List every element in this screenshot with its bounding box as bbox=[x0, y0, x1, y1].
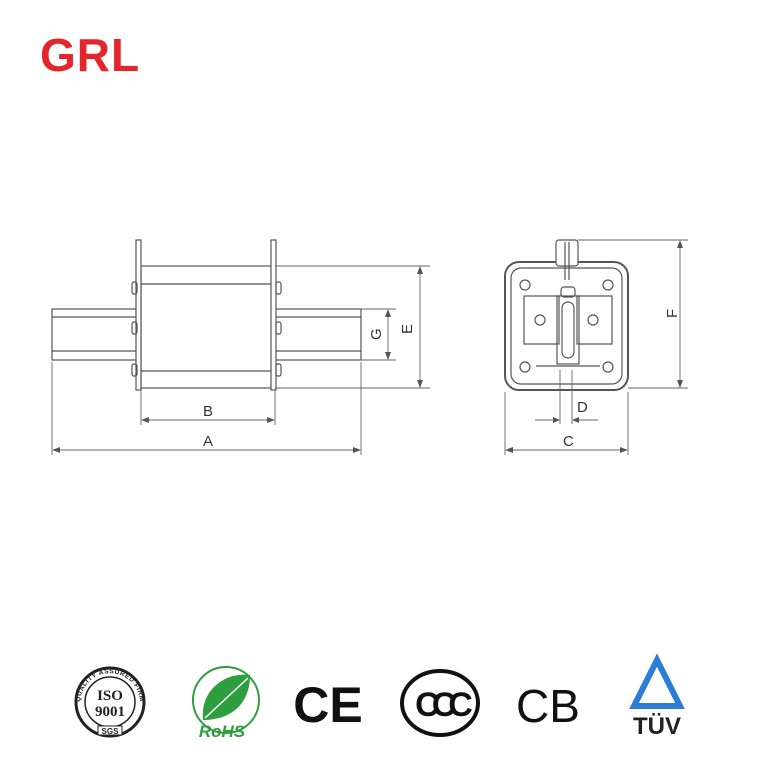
rohs-logo: RoHS bbox=[192, 666, 260, 741]
svg-text:9001: 9001 bbox=[95, 704, 125, 720]
svg-text:RoHS: RoHS bbox=[199, 722, 246, 741]
dim-label-b: B bbox=[203, 403, 213, 420]
dim-label-e: E bbox=[399, 324, 416, 334]
svg-text:CB: CB bbox=[516, 680, 580, 732]
svg-text:TÜV: TÜV bbox=[633, 713, 681, 740]
cb-logo: CB bbox=[516, 680, 580, 732]
svg-text:CE: CE bbox=[293, 677, 362, 733]
dim-label-a: A bbox=[203, 433, 213, 450]
dim-label-f: F bbox=[664, 309, 681, 318]
end-view-dimensions: D C F bbox=[504, 239, 688, 455]
svg-text:SGS: SGS bbox=[102, 727, 120, 736]
fuse-side-view bbox=[51, 239, 362, 391]
dim-label-g: G bbox=[368, 328, 385, 340]
side-view-dimensions: B A E G bbox=[51, 265, 430, 455]
svg-text:CCC: CCC bbox=[415, 686, 472, 724]
dim-label-c: C bbox=[563, 433, 574, 450]
brand-logo: GRL bbox=[40, 29, 141, 81]
ccc-logo: CCC bbox=[400, 669, 480, 737]
iso-9001-logo: QUALITY ASSURED FIRM ISO 9001 SGS bbox=[74, 666, 146, 738]
dim-label-d: D bbox=[577, 399, 588, 416]
fuse-end-view bbox=[504, 239, 629, 391]
tuv-logo: TÜV bbox=[629, 653, 685, 740]
ce-logo: CE bbox=[293, 677, 362, 733]
svg-text:ISO: ISO bbox=[97, 688, 123, 704]
